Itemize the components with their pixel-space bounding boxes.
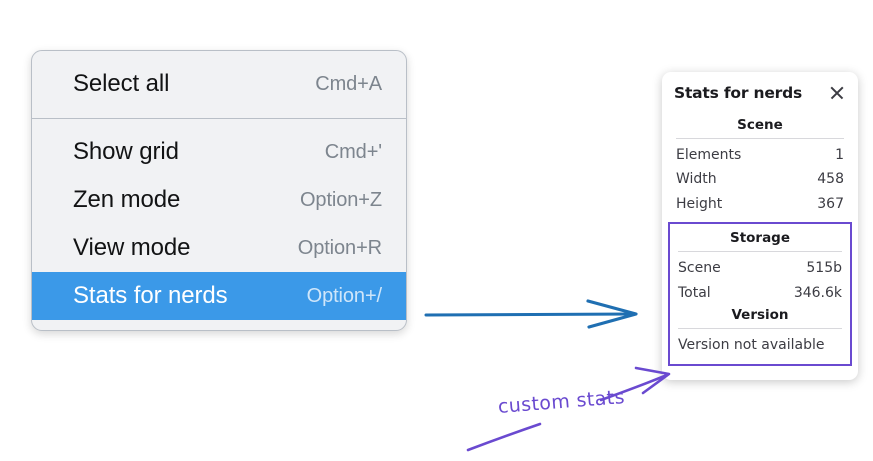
menu-item-stats-for-nerds[interactable]: Stats for nerds Option+/ <box>32 272 406 320</box>
stats-for-nerds-panel: Stats for nerds Scene Elements 1 Width 4… <box>662 72 858 380</box>
stats-panel-titlebar: Stats for nerds <box>674 84 846 102</box>
stats-row-height: Height 367 <box>674 192 846 216</box>
section-heading-scene: Scene <box>737 117 783 133</box>
stats-row-version-value: Version not available <box>678 337 825 354</box>
menu-item-shortcut: Cmd+' <box>324 140 382 163</box>
stats-section-storage: Storage Scene 515b Total 346.6k <box>676 228 844 305</box>
stats-row-value: 346.6k <box>793 284 842 301</box>
menu-item-label: Stats for nerds <box>73 282 228 309</box>
menu-item-shortcut: Option+R <box>297 236 382 259</box>
purple-underline-stroke <box>466 422 542 452</box>
stats-section-version: Version Version not available <box>676 305 844 357</box>
section-heading-version: Version <box>731 307 789 324</box>
stats-section-scene: Scene Elements 1 Width 458 Height 367 <box>674 116 846 216</box>
annotation-label-custom-stats: custom stats <box>497 386 626 418</box>
menu-item-shortcut: Option+/ <box>306 284 382 307</box>
stats-row-value: 458 <box>817 171 844 188</box>
stats-row-storage-scene: Scene 515b <box>676 256 844 280</box>
menu-item-label: Show grid <box>73 138 179 165</box>
custom-stats-highlight-box: Storage Scene 515b Total 346.6k Version … <box>668 222 852 366</box>
menu-item-shortcut: Cmd+A <box>315 72 382 95</box>
context-menu[interactable]: Select all Cmd+A Show grid Cmd+' Zen mod… <box>31 50 407 331</box>
stats-row-storage-total: Total 346.6k <box>676 281 844 305</box>
section-divider <box>678 328 842 330</box>
stats-row-key: Scene <box>678 260 721 277</box>
stats-row-key: Elements <box>676 147 742 163</box>
menu-item-shortcut: Option+Z <box>299 188 382 211</box>
close-icon[interactable] <box>828 84 846 102</box>
blue-arrow <box>424 299 638 329</box>
menu-group-1: Select all Cmd+A <box>32 51 406 118</box>
section-divider <box>678 251 842 253</box>
menu-item-zen-mode[interactable]: Zen mode Option+Z <box>32 176 406 224</box>
menu-item-show-grid[interactable]: Show grid Cmd+' <box>32 128 406 176</box>
menu-item-label: Select all <box>73 70 170 97</box>
menu-item-label: View mode <box>73 234 191 261</box>
stats-row-width: Width 458 <box>674 167 846 191</box>
section-divider <box>676 138 844 139</box>
menu-item-view-mode[interactable]: View mode Option+R <box>32 224 406 272</box>
stats-row-elements: Elements 1 <box>674 143 846 167</box>
stats-row-key: Height <box>676 195 723 212</box>
section-heading-storage: Storage <box>729 230 791 247</box>
stats-panel-title: Stats for nerds <box>674 84 803 102</box>
stats-row-key: Width <box>676 171 717 188</box>
stats-row-value: 367 <box>817 195 844 212</box>
menu-item-select-all[interactable]: Select all Cmd+A <box>32 60 406 108</box>
stats-row-key: Total <box>678 284 711 301</box>
stats-row-value: 515b <box>806 260 842 277</box>
menu-item-label: Zen mode <box>73 186 181 213</box>
stats-row-value: 1 <box>835 147 844 163</box>
menu-group-2: Show grid Cmd+' Zen mode Option+Z View m… <box>32 118 406 330</box>
